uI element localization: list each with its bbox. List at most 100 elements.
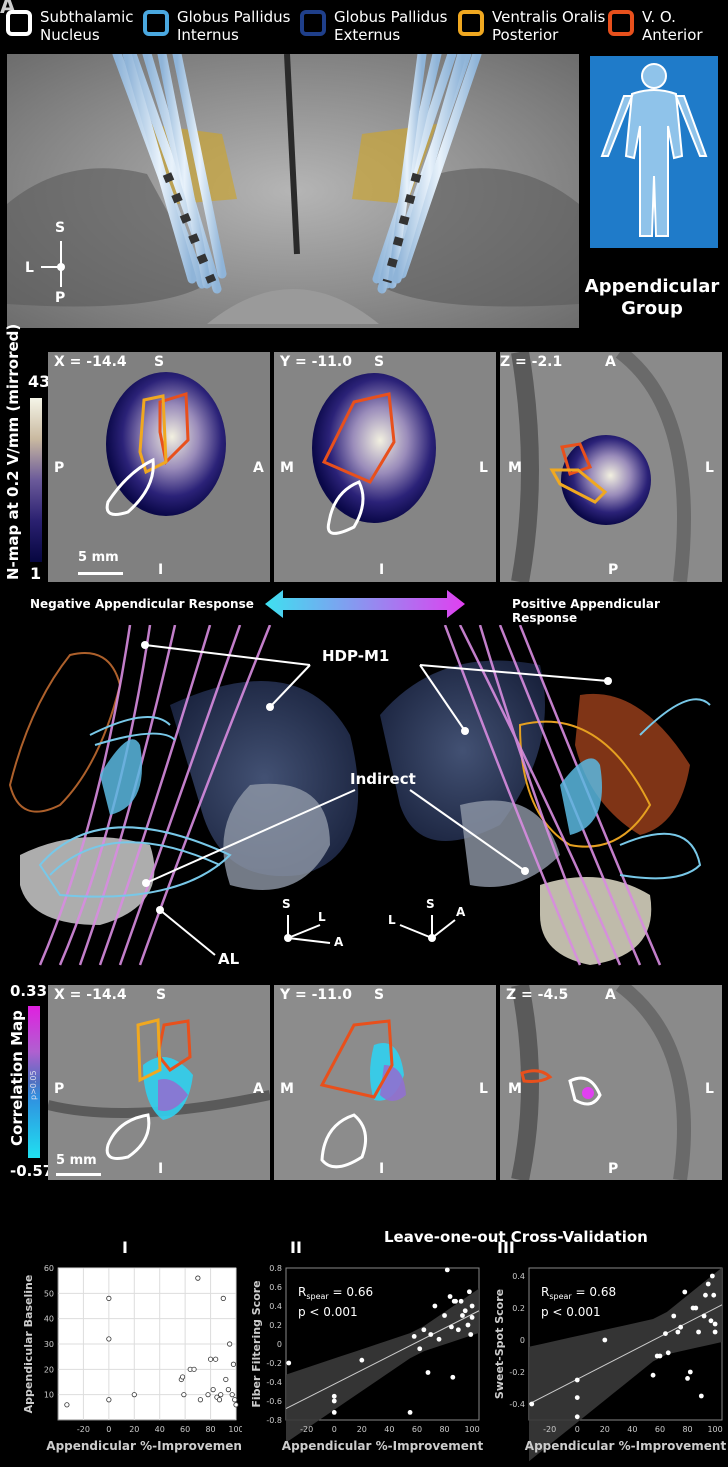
- data-point: [663, 1331, 668, 1336]
- tract-3d-panel: HDP-M1 Indirect AL S L A L S A: [0, 624, 728, 975]
- data-point: [468, 1332, 474, 1337]
- nmap-slice-y: Y = -11.0 S I M L: [274, 352, 496, 582]
- dir-top: S: [154, 354, 165, 370]
- dir-right: L: [705, 460, 714, 476]
- x-tick-label: 100: [228, 1425, 242, 1434]
- data-point: [233, 1402, 239, 1408]
- dir-left: P: [54, 1081, 65, 1097]
- data-point: [195, 1275, 201, 1281]
- chart-panel-label: III: [497, 1238, 515, 1257]
- corr-colorbar: [28, 1006, 40, 1158]
- x-tick-label: 0: [332, 1425, 337, 1434]
- data-point: [421, 1327, 427, 1333]
- legend-swatch: [300, 10, 326, 36]
- r-value: = 0.66: [329, 1285, 373, 1299]
- data-point: [286, 1360, 292, 1366]
- data-point: [705, 1281, 711, 1287]
- slice-coord: Z = -4.5: [506, 987, 569, 1003]
- data-point: [223, 1376, 229, 1383]
- y-tick-label: 0.8: [269, 1264, 282, 1273]
- y-axis-label: Fiber Filtering Score: [250, 1280, 263, 1407]
- data-point: [529, 1401, 535, 1407]
- slice-coord: Z = -2.1: [500, 354, 563, 370]
- x-tick-label: -20: [300, 1425, 313, 1434]
- y-axis-label: Appendicular Baseline: [22, 1275, 35, 1414]
- data-point: [207, 1356, 214, 1362]
- data-point: [449, 1324, 454, 1330]
- x-tick-label: 0: [575, 1425, 580, 1434]
- dir-top: A: [605, 987, 616, 1003]
- corr-colorbar-max: 0.33: [10, 982, 48, 1000]
- y-tick-label: 0: [277, 1340, 282, 1349]
- y-tick-label: 40: [44, 1315, 54, 1324]
- brain-illustration: [7, 54, 579, 328]
- data-point: [671, 1313, 677, 1319]
- slice-coord: Y = -11.0: [280, 987, 352, 1003]
- y-tick-label: 50: [44, 1289, 54, 1298]
- scale-label: 5 mm: [56, 1153, 97, 1168]
- compass-p: P: [55, 290, 66, 306]
- cv-title: Leave-one-out Cross-Validation: [384, 1228, 648, 1246]
- y-tick-label: 30: [44, 1340, 54, 1349]
- data-point: [331, 1398, 337, 1404]
- x-tick-label: -20: [543, 1425, 556, 1434]
- slice-coord: Y = -11.0: [280, 354, 352, 370]
- human-body-icon: [600, 63, 708, 237]
- data-point: [428, 1332, 434, 1337]
- data-point: [220, 1295, 226, 1302]
- data-point: [106, 1397, 112, 1403]
- data-point: [64, 1402, 70, 1408]
- legend-label: Ventralis Oralis Posterior: [492, 8, 606, 44]
- corr-slice-z-image: [500, 985, 722, 1180]
- legend-swatch: [6, 10, 32, 36]
- data-point: [106, 1295, 112, 1302]
- y-tick-label: 0.2: [269, 1321, 282, 1330]
- data-point: [574, 1377, 580, 1383]
- y-tick-label: 0.4: [269, 1302, 282, 1311]
- data-point: [682, 1289, 688, 1295]
- compass-right-l: L: [388, 913, 396, 927]
- y-tick-label: 10: [44, 1391, 54, 1400]
- data-point: [450, 1374, 456, 1380]
- data-point: [712, 1321, 718, 1327]
- fit-line: [528, 1304, 723, 1405]
- x-tick-label: 20: [129, 1425, 139, 1434]
- x-tick-label: 60: [180, 1425, 190, 1434]
- y-tick-label: 0.4: [512, 1272, 525, 1281]
- dir-left: M: [508, 1081, 522, 1097]
- nmap-slice-z: Z = -2.1 A P M L: [500, 352, 722, 582]
- data-point: [213, 1356, 219, 1362]
- data-point: [205, 1392, 211, 1398]
- dir-right: A: [253, 1081, 264, 1097]
- dir-right: L: [705, 1081, 714, 1097]
- fit-line: [285, 1310, 480, 1410]
- dir-bottom: I: [158, 1161, 164, 1177]
- legend-label: Subthalamic Nucleus: [40, 8, 134, 44]
- slice-coord: X = -14.4: [54, 987, 127, 1003]
- y-tick-label: 60: [44, 1264, 54, 1273]
- label-indirect: Indirect: [350, 770, 416, 788]
- nmap-colorbar: [30, 398, 42, 562]
- compass-left-l: L: [318, 910, 326, 924]
- dir-left: M: [508, 460, 522, 476]
- data-point: [407, 1410, 413, 1415]
- data-point: [712, 1329, 718, 1335]
- data-point: [436, 1336, 442, 1342]
- y-tick-label: -0.4: [509, 1400, 525, 1409]
- corr-colorbar-min: -0.57: [10, 1162, 54, 1180]
- nmap-slice-z-image: [500, 352, 722, 582]
- data-point: [460, 1313, 465, 1318]
- y-tick-label: 0.2: [512, 1304, 525, 1313]
- nmap-colorbar-min: 1: [30, 564, 42, 583]
- data-point: [227, 1341, 233, 1347]
- data-point: [197, 1397, 203, 1403]
- slice-coord: X = -14.4: [54, 354, 127, 370]
- legend-swatch: [458, 10, 484, 36]
- data-point: [442, 1313, 447, 1318]
- data-point: [696, 1329, 701, 1335]
- data-point: [181, 1392, 187, 1398]
